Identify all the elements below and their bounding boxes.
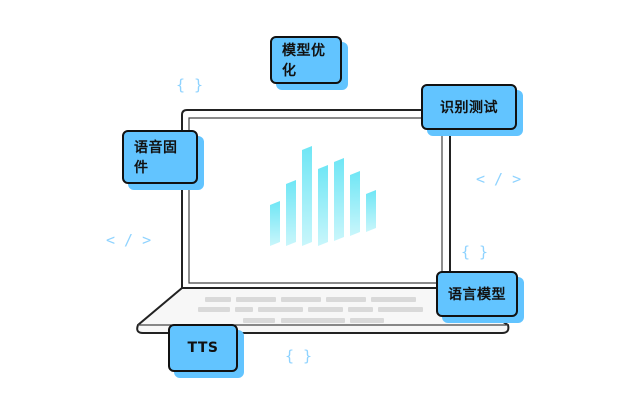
key: [198, 307, 230, 312]
key: [378, 307, 423, 312]
key: [235, 307, 253, 312]
key: [243, 318, 275, 323]
keyboard: [198, 297, 423, 323]
key: [281, 297, 321, 302]
key: [205, 297, 231, 302]
key: [326, 297, 366, 302]
braces-glyph: { }: [461, 243, 489, 261]
key: [236, 297, 276, 302]
laptop-lid: [181, 109, 451, 289]
wave-bar: [366, 190, 376, 232]
tag-label: 语言模型: [448, 287, 506, 303]
tag-label: 模型优化: [282, 43, 326, 79]
tag-model-optimization: 模型优化: [270, 36, 348, 90]
braces-glyph: { }: [176, 76, 204, 94]
key: [258, 307, 303, 312]
code-tag-glyph: < / >: [106, 231, 152, 249]
key: [371, 297, 416, 302]
tag-label: TTS: [187, 340, 219, 356]
tag-voice-firmware: 语音固件: [122, 130, 204, 190]
wave-bar: [350, 171, 360, 236]
wave-bar: [270, 201, 280, 246]
tag-label: 识别测试: [440, 100, 498, 116]
wave-bar: [286, 180, 296, 246]
key: [348, 307, 373, 312]
wave-bar: [318, 165, 328, 246]
key: [350, 318, 384, 323]
key: [281, 318, 345, 323]
code-tag-glyph: < / >: [476, 170, 522, 188]
sound-wave-icon: [270, 146, 376, 246]
tag-recognition-test: 识别测试: [421, 84, 523, 136]
tag-language-model: 语言模型: [436, 271, 524, 323]
braces-glyph: { }: [285, 347, 313, 365]
tag-tts: TTS: [168, 324, 244, 378]
wave-bar: [302, 146, 312, 246]
key: [308, 307, 343, 312]
tag-label: 语音固件: [134, 140, 178, 176]
wave-bar: [334, 158, 344, 241]
